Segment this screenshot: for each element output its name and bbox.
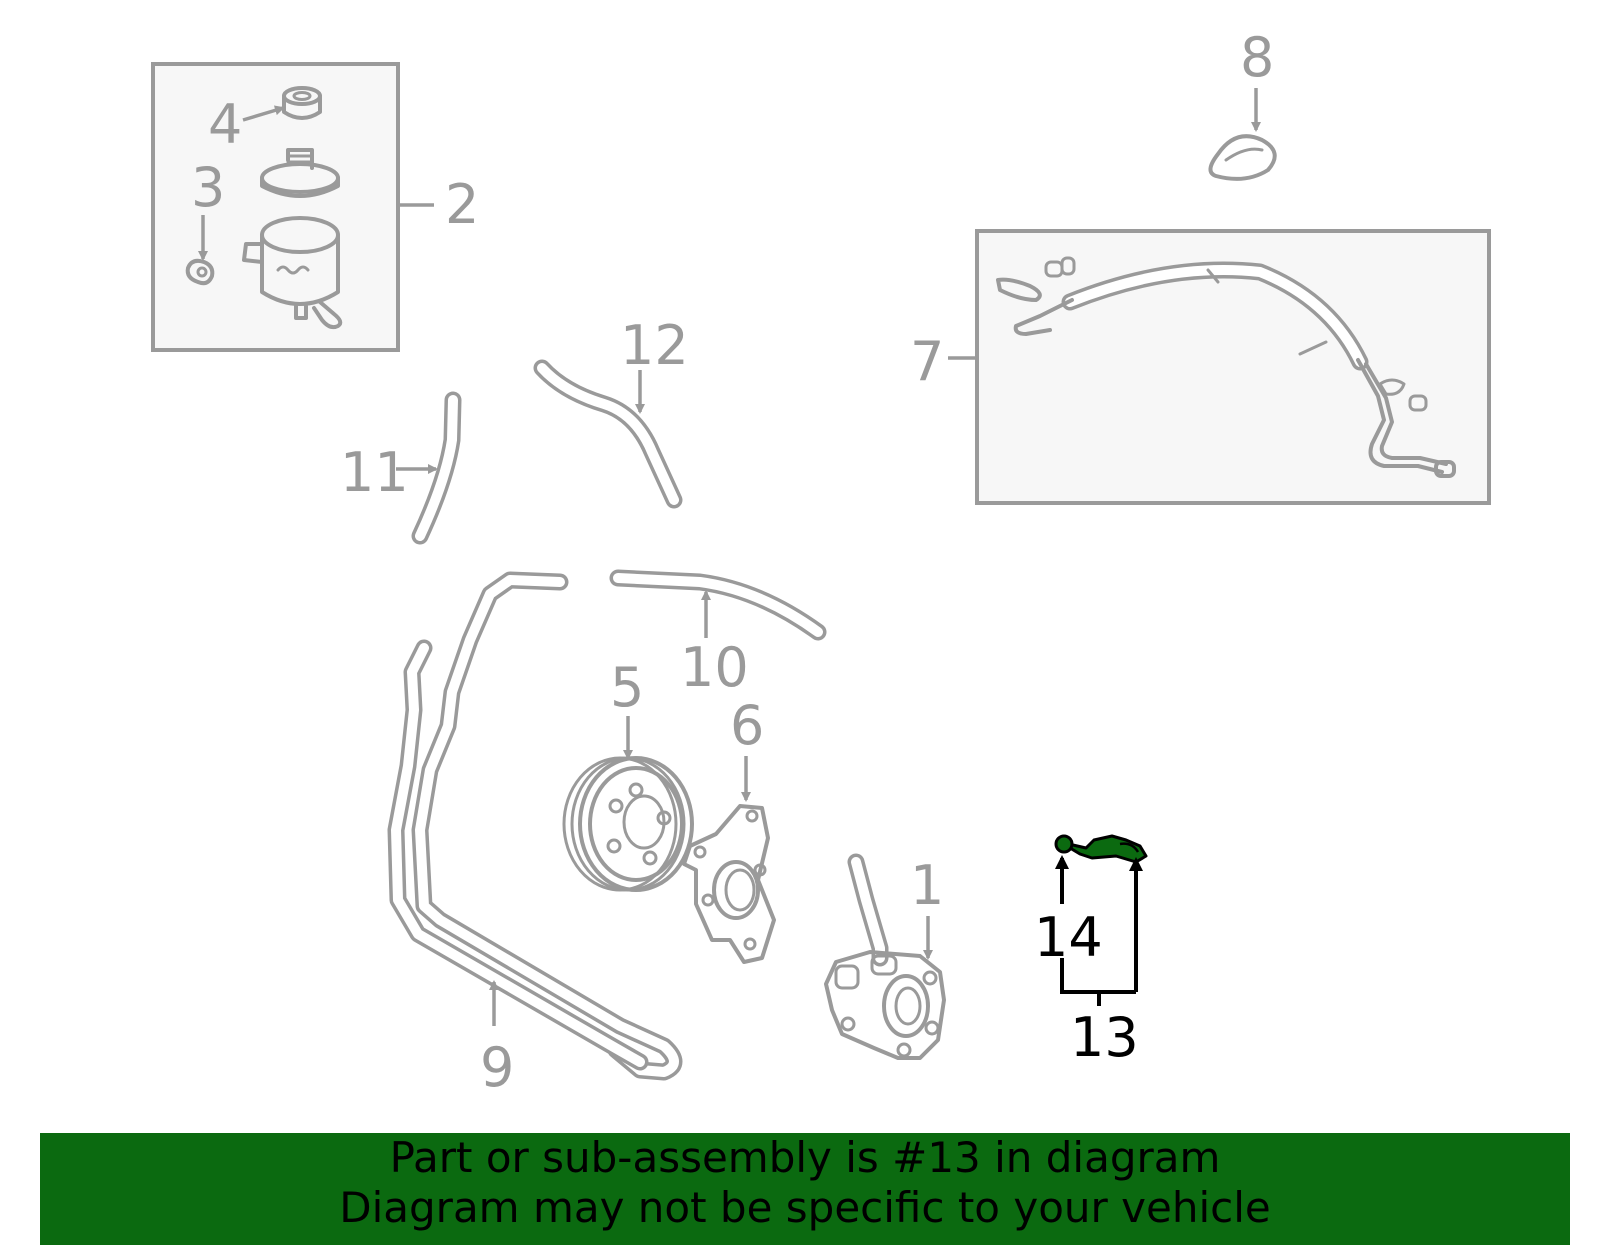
clamp-part [185, 258, 215, 286]
return-hose-10: 10 [609, 569, 827, 699]
cooler-line-9: 9 [387, 571, 683, 1099]
return-hose-12: 12 [533, 314, 689, 509]
highlighted-part-13: 14 13 [1034, 834, 1148, 1069]
callout-2: 2 [445, 173, 479, 236]
leader-4 [242, 105, 285, 122]
hose-clip-part [1208, 134, 1277, 181]
reservoir-assembly: 2 3 4 [151, 62, 479, 352]
return-hose-11: 11 [340, 391, 462, 545]
reservoir-cap-part [260, 148, 340, 198]
callout-6: 6 [730, 694, 764, 757]
callout-12: 12 [620, 314, 689, 377]
callout-9: 9 [480, 1036, 514, 1099]
callout-8: 8 [1240, 26, 1274, 89]
pressure-hose-assembly: 7 8 [910, 26, 1491, 505]
callout-5: 5 [610, 656, 644, 719]
callout-10: 10 [680, 636, 749, 699]
leader-13-bracket [1060, 958, 1136, 994]
info-banner: Part or sub-assembly is #13 in diagram D… [40, 1133, 1570, 1245]
callout-11: 11 [340, 441, 409, 504]
reservoir-box [151, 62, 400, 352]
callout-1: 1 [910, 854, 944, 917]
bracket-part: 6 [682, 694, 776, 964]
banner-line-1: Part or sub-assembly is #13 in diagram [389, 1133, 1221, 1182]
callout-3: 3 [191, 156, 225, 219]
reservoir-tank-part [242, 216, 343, 330]
power-steering-pump-part: 1 [824, 853, 946, 1060]
callout-7: 7 [910, 330, 944, 393]
callout-13: 13 [1070, 1006, 1139, 1069]
callout-4: 4 [208, 93, 242, 156]
banner-line-2: Diagram may not be specific to your vehi… [339, 1183, 1271, 1232]
pulley-part: 5 [562, 656, 694, 892]
callout-14: 14 [1034, 906, 1103, 969]
pressure-hose-part [996, 256, 1456, 478]
